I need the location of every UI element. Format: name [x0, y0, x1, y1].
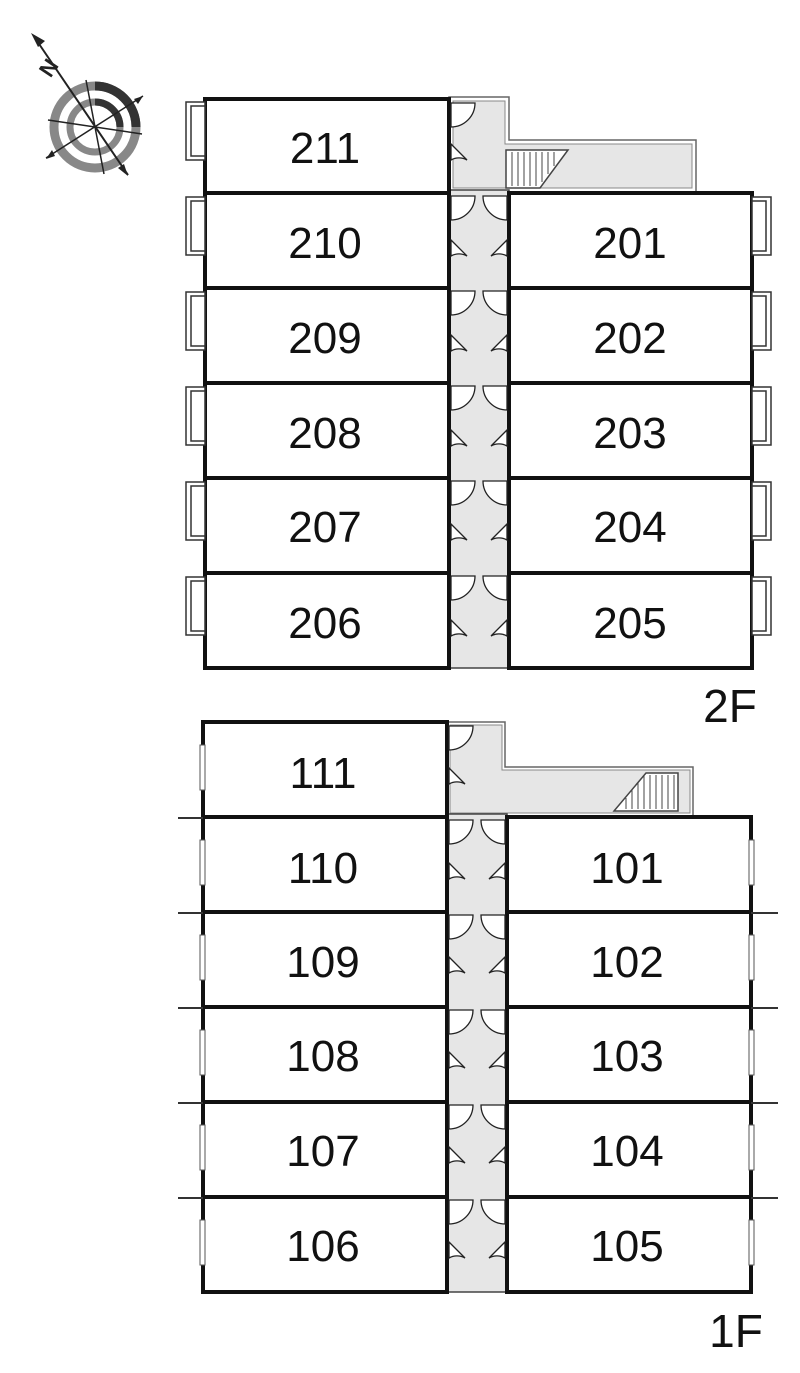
- stairs-2f-icon: [505, 149, 570, 189]
- room-label: 207: [288, 503, 361, 552]
- room-203[interactable]: [507, 381, 754, 480]
- right-rooms-2f: 201 202 203 204 205: [507, 191, 754, 670]
- doors-2f: [450, 102, 508, 638]
- room-label: 202: [593, 314, 666, 363]
- room-label: 101: [590, 844, 663, 893]
- room-label: 102: [590, 938, 663, 987]
- room-label: 211: [290, 124, 360, 173]
- room-label: 104: [590, 1127, 663, 1176]
- room-201[interactable]: [507, 191, 754, 290]
- room-205[interactable]: [507, 571, 754, 670]
- room-101[interactable]: [505, 815, 753, 914]
- room-label: 206: [288, 599, 361, 648]
- room-label: 209: [288, 314, 361, 363]
- room-label: 210: [288, 219, 361, 268]
- exterior-ticks-1f: [178, 817, 778, 1199]
- room-label: 108: [286, 1032, 359, 1081]
- room-209[interactable]: [203, 286, 451, 385]
- floor-label-1f: 1F: [709, 1305, 763, 1357]
- doors-1f: [448, 725, 506, 1260]
- stairs-1f-icon: [612, 772, 679, 812]
- left-rooms-1f: 111 110 109 108 107 106: [201, 720, 449, 1294]
- room-label: 203: [593, 409, 666, 458]
- balconies-2f-left: [185, 101, 206, 636]
- balconies-2f-right: [751, 196, 772, 636]
- room-label: 204: [593, 503, 666, 552]
- room-label: 107: [286, 1127, 359, 1176]
- room-label: 110: [288, 844, 358, 893]
- windows-1f: [199, 744, 755, 1266]
- room-label: 109: [286, 938, 359, 987]
- room-label: 105: [590, 1222, 663, 1271]
- room-211[interactable]: [203, 97, 451, 195]
- room-208[interactable]: [203, 381, 451, 480]
- floor-1f: 111 110 109 108 107 106 101 102 103 104 …: [178, 720, 778, 1357]
- room-210[interactable]: [203, 191, 451, 290]
- room-label: 106: [286, 1222, 359, 1271]
- left-rooms-2f: 211 210 209 208 207 206: [203, 97, 451, 670]
- room-label: 103: [590, 1032, 663, 1081]
- room-label: 208: [288, 409, 361, 458]
- room-label: 111: [290, 749, 357, 798]
- room-102[interactable]: [505, 910, 753, 1009]
- room-106[interactable]: [201, 1195, 449, 1294]
- room-label: 205: [593, 599, 666, 648]
- floor-2f: 211 210 209 208 207 206 201 202 203 204 …: [185, 96, 772, 732]
- floor-label-2f: 2F: [703, 680, 757, 732]
- room-103[interactable]: [505, 1005, 753, 1104]
- room-label: 201: [593, 219, 666, 268]
- north-label: N: [34, 54, 64, 81]
- right-rooms-1f: 101 102 103 104 105: [505, 815, 753, 1294]
- room-206[interactable]: [203, 571, 451, 670]
- compass-icon: N: [31, 33, 144, 176]
